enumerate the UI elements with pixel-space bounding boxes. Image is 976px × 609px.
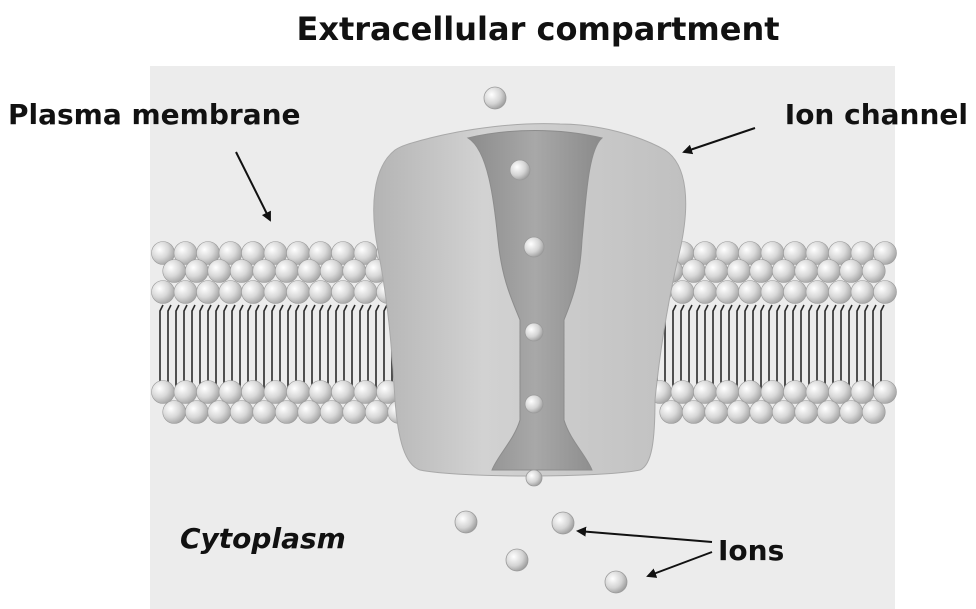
ion	[484, 87, 506, 109]
lipid-head	[174, 381, 197, 404]
lipid-head	[806, 281, 829, 304]
lipid-head	[806, 381, 829, 404]
ion	[506, 549, 528, 571]
ion	[552, 512, 574, 534]
lipid-head	[320, 260, 343, 283]
ion	[510, 160, 530, 180]
lipid-head	[772, 260, 795, 283]
lipid-head	[671, 281, 694, 304]
lipid-head	[772, 401, 795, 424]
lipid-head	[163, 401, 186, 424]
lipid-head	[174, 281, 197, 304]
lipid-head	[264, 381, 287, 404]
lipid-head	[750, 401, 773, 424]
lipid-head	[862, 401, 885, 424]
ion	[605, 571, 627, 593]
ion	[526, 470, 542, 486]
lipid-head	[874, 281, 897, 304]
lipid-head	[287, 381, 310, 404]
lipid-head	[253, 401, 276, 424]
lipid-head	[694, 281, 717, 304]
lipid-head	[727, 401, 750, 424]
ion-channel-protein	[374, 124, 686, 476]
cytoplasm-label: Cytoplasm	[180, 522, 346, 555]
lipid-head	[829, 381, 852, 404]
lipid-head	[275, 401, 298, 424]
lipid-head	[660, 401, 683, 424]
lipid-head	[354, 381, 377, 404]
ion	[455, 511, 477, 533]
lipid-head	[219, 381, 242, 404]
lipid-head	[163, 260, 186, 283]
lipid-head	[795, 260, 818, 283]
lipid-head	[851, 381, 874, 404]
lipid-head	[365, 401, 388, 424]
title-label: Extracellular compartment	[296, 10, 779, 48]
lipid-head	[264, 281, 287, 304]
lipid-head	[840, 260, 863, 283]
lipid-head	[230, 260, 253, 283]
lipid-head	[739, 281, 762, 304]
lipid-head	[309, 381, 332, 404]
lipid-head	[739, 381, 762, 404]
ions-label: Ions	[718, 534, 784, 567]
lipid-head	[716, 281, 739, 304]
lipid-head	[682, 401, 705, 424]
lipid-head	[242, 281, 265, 304]
lipid-head	[671, 381, 694, 404]
lipid-head	[208, 401, 231, 424]
ion	[525, 323, 543, 341]
lipid-head	[354, 281, 377, 304]
lipid-head	[298, 260, 321, 283]
lipid-head	[332, 281, 355, 304]
lipid-head	[208, 260, 231, 283]
lipid-head	[862, 260, 885, 283]
lipid-head	[320, 401, 343, 424]
lipid-head	[682, 260, 705, 283]
lipid-head	[817, 260, 840, 283]
ion	[524, 237, 544, 257]
lipid-head	[874, 381, 897, 404]
lipid-head	[152, 281, 175, 304]
lipid-head	[705, 260, 728, 283]
lipid-head	[185, 260, 208, 283]
lipid-head	[197, 381, 220, 404]
lipid-head	[298, 401, 321, 424]
lipid-head	[242, 381, 265, 404]
lipid-head	[851, 281, 874, 304]
lipid-head	[694, 381, 717, 404]
lipid-head	[784, 281, 807, 304]
lipid-head	[817, 401, 840, 424]
lipid-head	[716, 381, 739, 404]
lipid-head	[185, 401, 208, 424]
lipid-head	[795, 401, 818, 424]
lipid-head	[219, 281, 242, 304]
lipid-head	[230, 401, 253, 424]
lipid-head	[784, 381, 807, 404]
lipid-head	[705, 401, 728, 424]
ion	[525, 395, 543, 413]
lipid-head	[343, 401, 366, 424]
lipid-head	[152, 381, 175, 404]
lipid-head	[761, 281, 784, 304]
lipid-head	[253, 260, 276, 283]
lipid-head	[332, 381, 355, 404]
lipid-head	[840, 401, 863, 424]
lipid-head	[829, 281, 852, 304]
lipid-head	[727, 260, 750, 283]
lipid-head	[197, 281, 220, 304]
ion-channel-label: Ion channel	[785, 98, 968, 131]
lipid-head	[750, 260, 773, 283]
lipid-head	[287, 281, 310, 304]
lipid-head	[275, 260, 298, 283]
lipid-head	[343, 260, 366, 283]
lipid-head	[761, 381, 784, 404]
plasma-membrane-label: Plasma membrane	[8, 98, 301, 131]
lipid-head	[309, 281, 332, 304]
